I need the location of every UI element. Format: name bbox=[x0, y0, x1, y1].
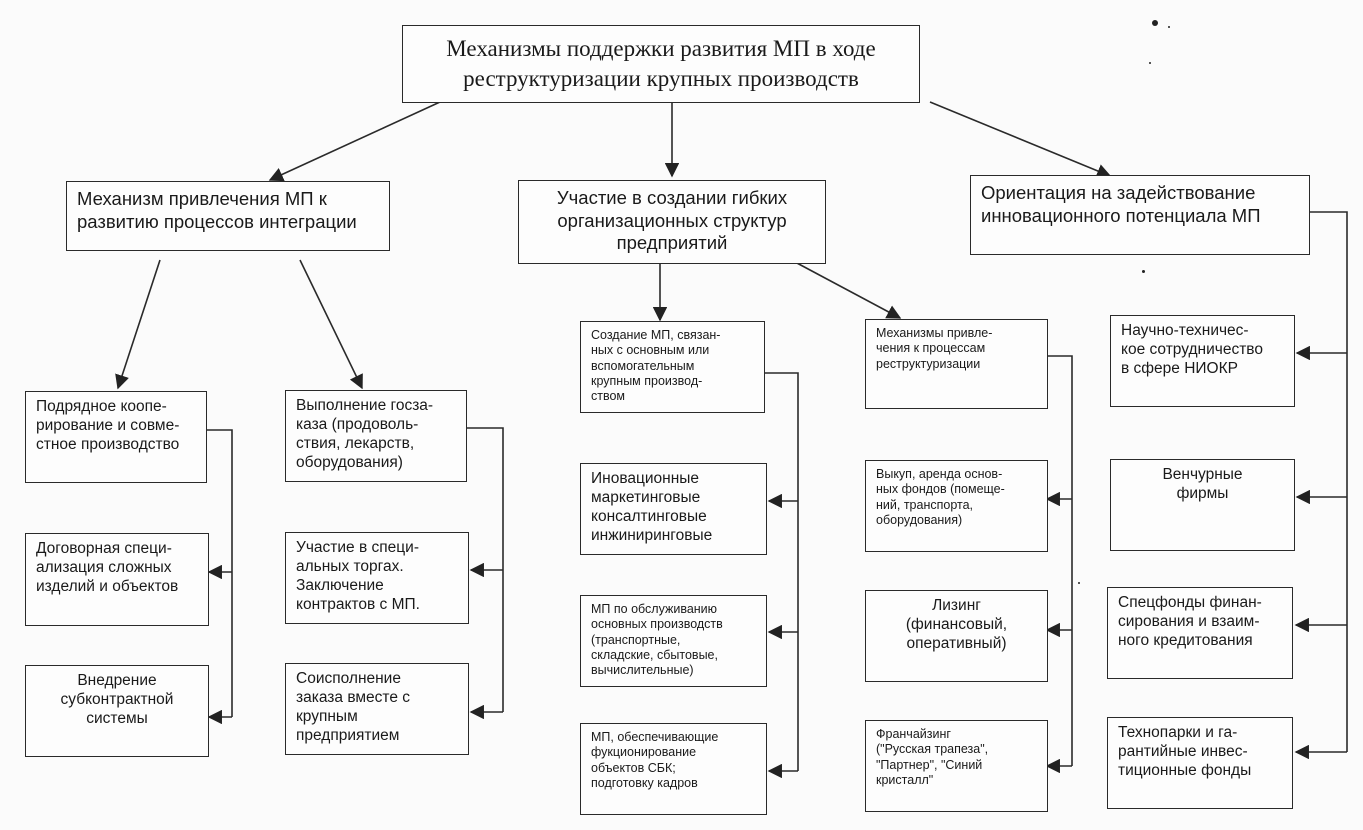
node-text: Научно-техничес- кое сотрудничество в сф… bbox=[1121, 322, 1263, 377]
branch-node-integration: Механизм привлечения МП к развитию проце… bbox=[66, 181, 390, 251]
node-text: Создание МП, связан- ных с основным или … bbox=[591, 328, 721, 403]
root-node: Механизмы поддержки развития МП в ходе р… bbox=[402, 25, 920, 103]
arrow-branch-1-to-group-2 bbox=[299, 259, 363, 390]
node-text: Подрядное коопе- рирование и совме- стно… bbox=[36, 398, 180, 453]
node-asset-buyout: Выкуп, аренда основ- ных фондов (помеще-… bbox=[865, 460, 1048, 552]
node-special-funds: Спецфонды финан- сирования и взаим- ного… bbox=[1107, 587, 1293, 679]
node-co-execution: Соисполнение заказа вместе с крупным пре… bbox=[285, 663, 469, 755]
node-text: Иновационные маркетинговые консалтинговы… bbox=[591, 470, 713, 544]
arrow-branch-2-to-group-2 bbox=[794, 261, 902, 319]
node-text: Венчурные фирмы bbox=[1162, 466, 1243, 502]
node-text: Спецфонды финан- сирования и взаим- ного… bbox=[1118, 594, 1262, 649]
node-contract-specialization: Договорная специ- ализация сложных издел… bbox=[25, 533, 209, 626]
scan-speck bbox=[1142, 270, 1145, 273]
branch-node-flexible-structures: Участие в создании гибких организационны… bbox=[518, 180, 826, 264]
node-sme-creation: Создание МП, связан- ных с основным или … bbox=[580, 321, 765, 413]
node-sbk-support: МП, обеспечивающие фукционирование объек… bbox=[580, 723, 767, 815]
branch-title: Ориентация на задействование инновационн… bbox=[981, 182, 1261, 226]
node-venture-firms: Венчурные фирмы bbox=[1110, 459, 1295, 551]
node-innovative-services: Иновационные маркетинговые консалтинговы… bbox=[580, 463, 767, 555]
scan-speck bbox=[1149, 62, 1151, 64]
node-text: Соисполнение заказа вместе с крупным пре… bbox=[296, 670, 411, 744]
node-state-order: Выполнение госза- каза (продоволь- ствия… bbox=[285, 390, 467, 482]
node-text: МП, обеспечивающие фукционирование объек… bbox=[591, 730, 719, 790]
arrow-root-to-branch-3 bbox=[929, 101, 1112, 178]
branch-node-innovation: Ориентация на задействование инновационн… bbox=[970, 175, 1310, 255]
arrow-root-to-branch-1 bbox=[268, 101, 441, 182]
branch-title: Механизм привлечения МП к развитию проце… bbox=[77, 188, 357, 232]
node-text: Механизмы привле- чения к процессам рест… bbox=[876, 326, 993, 371]
node-text: Лизинг (финансовый, оперативный) bbox=[905, 597, 1008, 652]
bracket-col-1 bbox=[207, 429, 233, 717]
node-subcontract-system: Внедрение субконтрактной системы bbox=[25, 665, 209, 757]
arrow-branch-1-to-group-1 bbox=[115, 259, 161, 390]
bracket-col-4 bbox=[1048, 355, 1073, 766]
root-title: Механизмы поддержки развития МП в ходе р… bbox=[446, 36, 876, 91]
node-text: Договорная специ- ализация сложных издел… bbox=[36, 540, 179, 595]
node-text: МП по обслуживанию основных производств … bbox=[591, 602, 723, 677]
node-text: Франчайзинг ("Русская трапеза", "Партнер… bbox=[876, 727, 989, 787]
node-contract-cooperation: Подрядное коопе- рирование и совме- стно… bbox=[25, 391, 207, 483]
scan-speck bbox=[1152, 20, 1158, 26]
node-leasing: Лизинг (финансовый, оперативный) bbox=[865, 590, 1048, 682]
scan-speck bbox=[1078, 582, 1080, 584]
node-restructuring-mechanisms: Механизмы привле- чения к процессам рест… bbox=[865, 319, 1048, 409]
node-special-tenders: Участие в специ- альных торгах. Заключен… bbox=[285, 532, 469, 624]
bracket-col-5 bbox=[1310, 211, 1348, 752]
node-franchising: Франчайзинг ("Русская трапеза", "Партнер… bbox=[865, 720, 1048, 812]
node-text: Внедрение субконтрактной системы bbox=[60, 672, 174, 727]
bracket-col-3 bbox=[765, 372, 799, 771]
bracket-col-2 bbox=[467, 427, 504, 712]
node-text: Выкуп, аренда основ- ных фондов (помеще-… bbox=[876, 467, 1005, 527]
node-text: Технопарки и га- рантийные инвес- тицион… bbox=[1118, 724, 1252, 779]
node-rnd-cooperation: Научно-техничес- кое сотрудничество в сф… bbox=[1110, 315, 1295, 407]
node-production-services: МП по обслуживанию основных производств … bbox=[580, 595, 767, 687]
scan-speck bbox=[1168, 26, 1170, 28]
node-technoparks: Технопарки и га- рантийные инвес- тицион… bbox=[1107, 717, 1293, 809]
node-text: Выполнение госза- каза (продоволь- ствия… bbox=[296, 397, 434, 471]
node-text: Участие в специ- альных торгах. Заключен… bbox=[296, 539, 420, 613]
branch-title: Участие в создании гибких организационны… bbox=[556, 187, 788, 254]
